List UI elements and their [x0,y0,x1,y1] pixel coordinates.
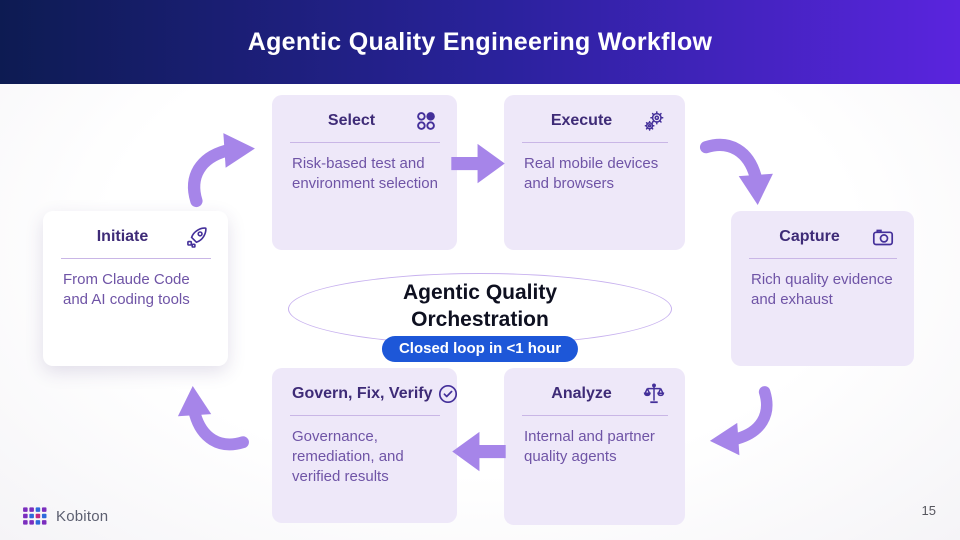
card-analyze-title: Analyze [551,385,612,402]
category-icon [414,109,438,133]
card-analyze: Analyze Internal and partner quality age… [504,368,685,525]
card-execute: Execute Real mobile devices and browsers [504,95,685,250]
card-divider [522,415,668,416]
card-select-header: Select [292,107,438,135]
card-capture-body: Rich quality evidence and exhaust [751,271,893,308]
card-initiate-body: From Claude Code and AI coding tools [63,271,190,308]
hub-title-line1: Agentic Quality [402,281,558,304]
card-capture-header: Capture [751,223,895,251]
hub-ellipse [288,273,672,345]
camera-icon [871,225,895,249]
card-divider [749,258,897,259]
arrow-analyze-to-govern-icon [450,429,507,474]
card-divider [61,258,211,259]
page-number: 15 [921,503,936,518]
slide-title: Agentic Quality Engineering Workflow [247,27,713,56]
card-govern-title: Govern, Fix, Verify [292,385,433,402]
card-govern-header: Govern, Fix, Verify [292,380,457,408]
arrow-initiate-to-select-icon [181,127,258,208]
rocket-icon [185,225,209,249]
card-govern-body: Governance, remediation, and verified re… [292,428,404,485]
card-select-title: Select [327,112,376,129]
card-select: Select Risk-based test and environment s… [272,95,457,250]
card-execute-title: Execute [550,112,613,129]
kobiton-logo-text: Kobiton [56,507,109,525]
card-initiate: Initiate From Claude Code and AI coding … [43,211,228,366]
closed-loop-badge: Closed loop in <1 hour [381,336,579,362]
arrow-capture-to-analyze-icon [707,386,779,461]
card-analyze-header: Analyze [524,380,666,408]
card-initiate-header: Initiate [63,223,209,251]
card-analyze-body: Internal and partner quality agents [524,428,655,465]
card-execute-header: Execute [524,107,666,135]
kobiton-logo: Kobiton [22,503,108,529]
hub-title: Agentic Quality Orchestration [288,280,672,334]
card-divider [290,415,440,416]
card-capture-title: Capture [779,228,840,245]
card-execute-body: Real mobile devices and browsers [524,155,659,192]
scale-icon [642,382,666,406]
kobiton-logo-icon [22,503,48,529]
gears-icon [642,109,666,133]
orchestration-hub: Agentic Quality Orchestration Closed loo… [288,273,672,362]
card-divider [522,142,668,143]
arrow-select-to-execute-icon [450,141,507,186]
card-initiate-title: Initiate [96,228,149,245]
card-capture: Capture Rich quality evidence and exhaus… [731,211,914,366]
card-govern: Govern, Fix, Verify Governance, remediat… [272,368,457,523]
card-divider [290,142,440,143]
arrow-execute-to-capture-icon [699,132,779,208]
verified-badge-icon [436,382,460,406]
slide-header: Agentic Quality Engineering Workflow [0,0,960,84]
arrow-govern-to-initiate-icon [172,383,249,457]
card-select-body: Risk-based test and environment selectio… [292,155,438,192]
hub-title-line2: Orchestration [411,307,549,331]
